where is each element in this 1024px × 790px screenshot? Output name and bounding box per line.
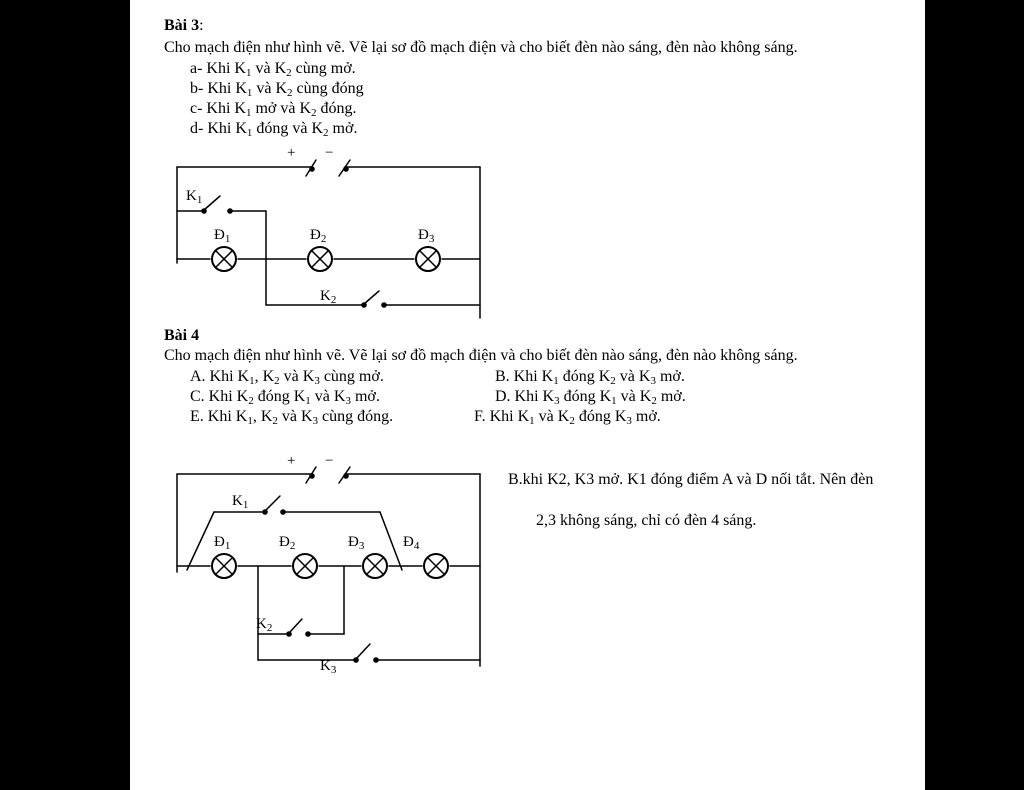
bai4-option-a: A. Khi K1, K2 và K3 cùng mở. [190,368,384,387]
bai4-answer-line2: 2,3 không sáng, chỉ có đèn 4 sáng. [536,512,757,529]
battery-plus-label: + [287,145,295,161]
c2-d1-label: Đ1 [214,534,230,552]
c2-d3-label: Đ3 [348,534,365,552]
d1-label: Đ1 [214,227,230,245]
c2-k2-label: K2 [256,616,272,634]
c2-d2-label: Đ2 [279,534,295,552]
bai3-prompt: Cho mạch điện như hình vẽ. Vẽ lại sơ đồ … [164,39,798,56]
k1-label: K1 [186,188,202,206]
bai3-heading: Bài 3: [164,17,204,34]
battery2-plus-label: + [287,453,295,469]
bai3-item-a: a- Khi K1 và K2 cùng mở. [190,60,356,79]
bai4-option-c: C. Khi K2 đóng K1 và K3 mở. [190,388,380,407]
d2-label: Đ2 [310,227,326,245]
bai4-option-d: D. Khi K3 đóng K1 và K2 mở. [495,388,686,407]
bai4-heading: Bài 4 [164,327,200,344]
k2-label: K2 [320,288,336,306]
d3-label: Đ3 [418,227,435,245]
c2-k3-label: K3 [320,658,337,676]
bai3-item-b: b- Khi K1 và K2 cùng đóng [190,80,364,99]
bai4-option-e: E. Khi K1, K2 và K3 cùng đóng. [190,408,394,427]
bai4-option-f: F. Khi K1 và K2 đóng K3 mở. [474,408,661,427]
c2-d4-label: Đ4 [403,534,420,552]
battery2-minus-label: − [325,453,333,469]
bai3-item-c: c- Khi K1 mở và K2 đóng. [190,100,357,119]
c2-k1-label: K1 [232,493,248,511]
bai4-answer-line1: B.khi K2, K3 mở. K1 đóng điểm A và D nối… [508,471,874,488]
bai3-item-d: d- Khi K1 đóng và K2 mở. [190,120,358,139]
bai3-circuit-diagram: + − K1 Đ1 Đ2 Đ3 K2 [176,145,481,676]
bai4-option-b: B. Khi K1 đóng K2 và K3 mở. [495,368,685,387]
document-page: Bài 3: Cho mạch điện như hình vẽ. Vẽ lại… [130,0,925,790]
battery-minus-label: − [325,145,333,161]
bai4-prompt: Cho mạch điện như hình vẽ. Vẽ lại sơ đồ … [164,347,798,364]
